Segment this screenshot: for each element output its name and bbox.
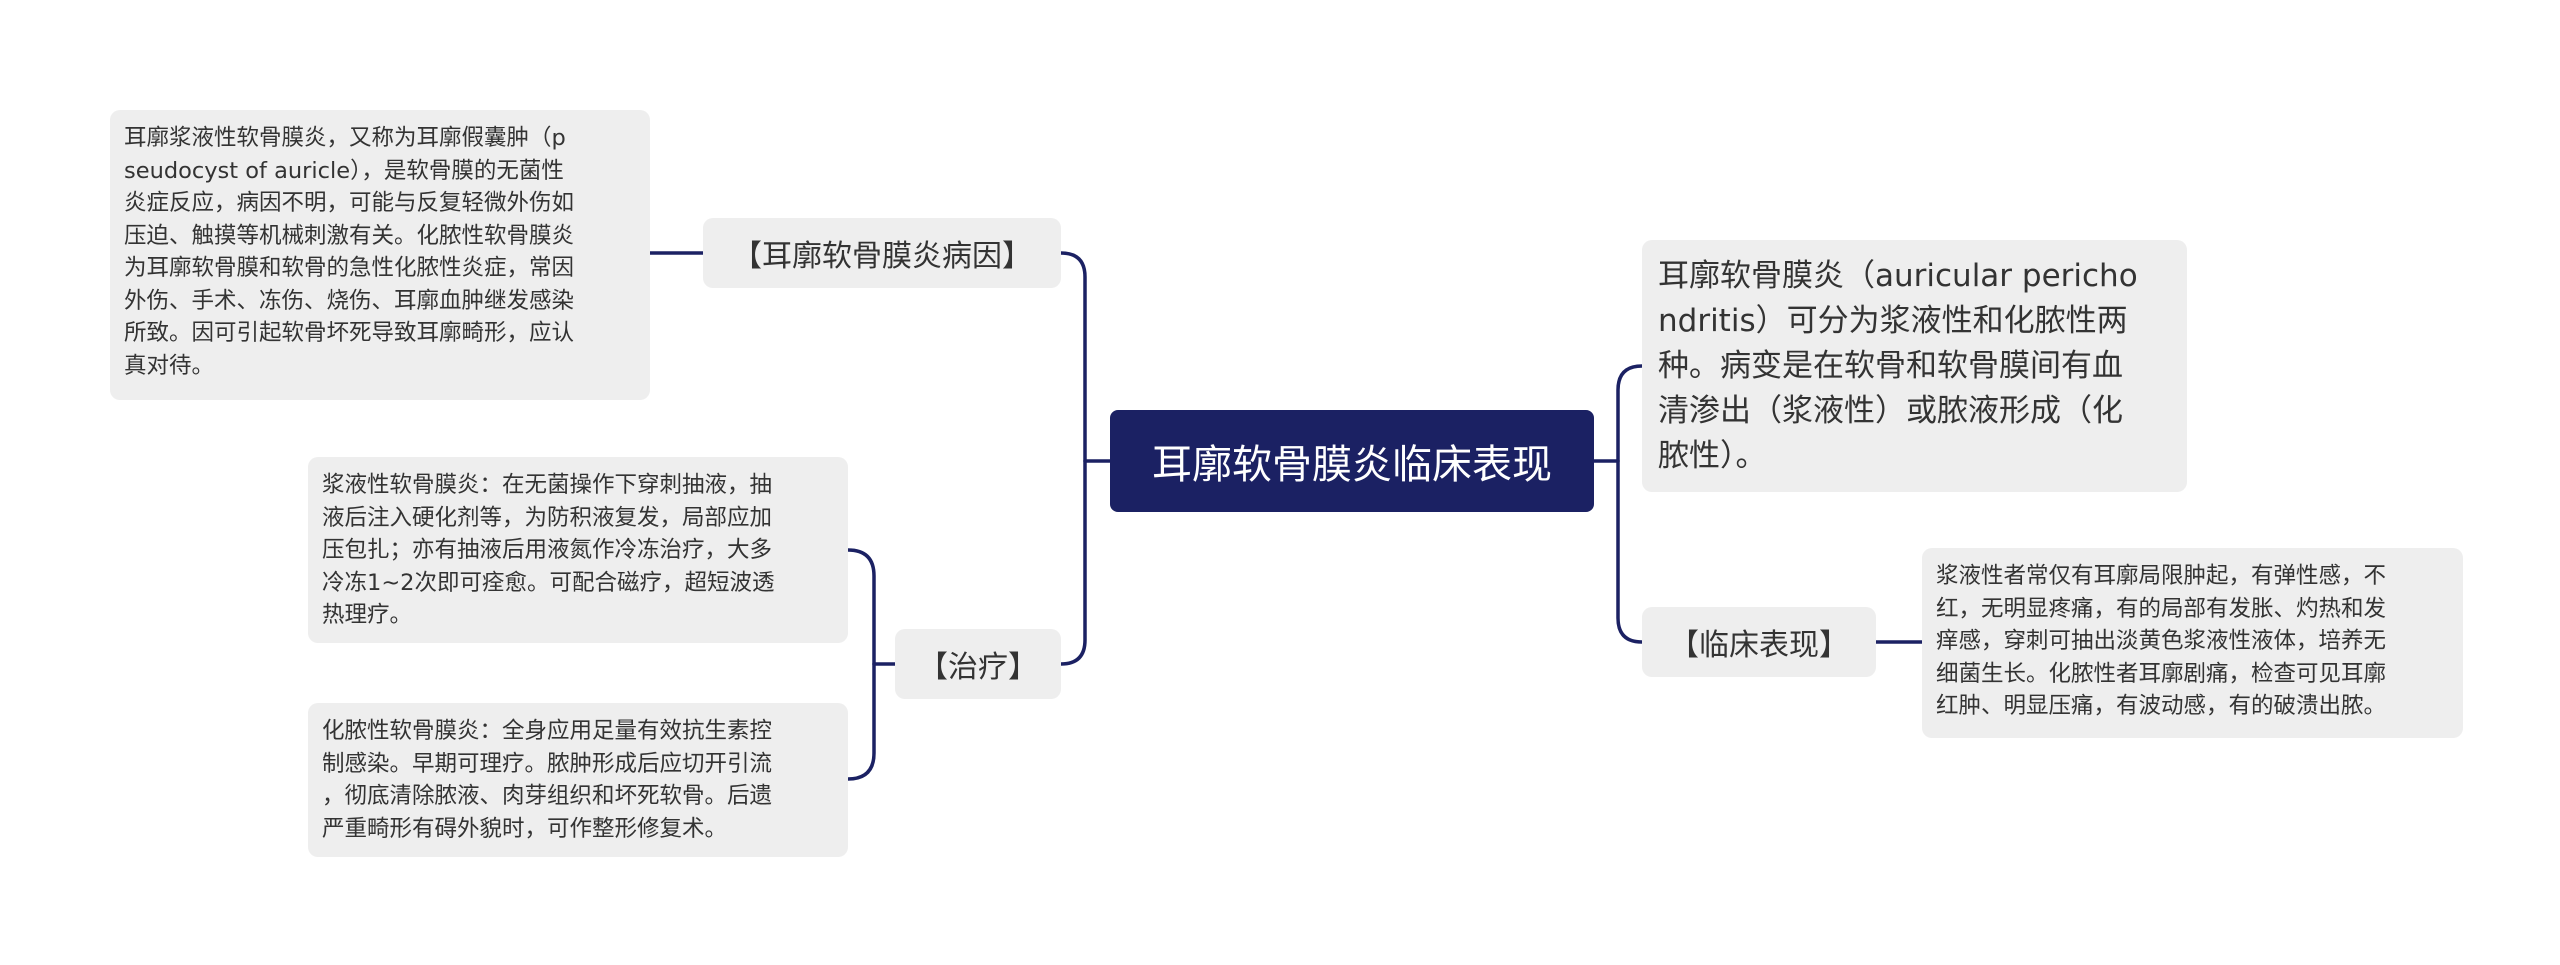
branch-treatment[interactable]: 【治疗】	[895, 629, 1061, 699]
branch-clinical[interactable]: 【临床表现】	[1642, 607, 1876, 677]
connector-left-trunk	[1059, 251, 1087, 666]
connector-right-trunk	[1616, 364, 1644, 644]
connector-treatment-leaves	[846, 548, 876, 781]
root-topic[interactable]: 耳廓软骨膜炎临床表现	[1110, 410, 1594, 512]
description-box[interactable]: 耳廓软骨膜炎（auricular pericho ndritis）可分为浆液性和…	[1642, 240, 2187, 492]
leaf-cause-text: 耳廓浆液性软骨膜炎，又称为耳廓假囊肿（p seudocyst of auricl…	[110, 110, 650, 400]
leaf-treatment-purulent: 化脓性软骨膜炎：全身应用足量有效抗生素控 制感染。早期可理疗。脓肿形成后应切开引…	[308, 703, 848, 857]
leaf-clinical-text: 浆液性者常仅有耳廓局限肿起，有弹性感，不 红，无明显疼痛，有的局部有发胀、灼热和…	[1922, 548, 2463, 738]
branch-cause[interactable]: 【耳廓软骨膜炎病因】	[703, 218, 1061, 288]
leaf-treatment-serous: 浆液性软骨膜炎：在无菌操作下穿刺抽液，抽 液后注入硬化剂等，为防积液复发，局部应…	[308, 457, 848, 643]
